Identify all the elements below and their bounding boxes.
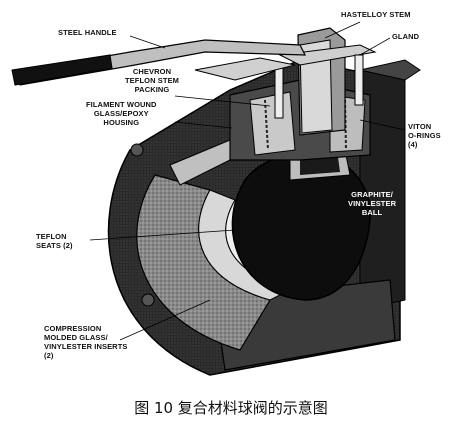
gland-label: GLAND	[392, 32, 420, 41]
bolt-hole	[141, 293, 155, 307]
leader-lines	[89, 21, 406, 341]
handle	[11, 39, 306, 86]
hastelloy-stem-label: HASTELLOY STEM	[341, 10, 411, 19]
compression-inserts-label: COMPRESSION MOLDED GLASS/ VINYLESTER INS…	[44, 324, 128, 360]
viton-orings-label: VITON O-RINGS (4)	[408, 122, 441, 149]
bolt-hole	[130, 143, 144, 157]
steel-handle-label: STEEL HANDLE	[58, 28, 117, 37]
graphite-ball-label: GRAPHITE/ VINYLESTER BALL	[348, 190, 397, 217]
filament-housing-label: FILAMENT WOUND GLASS/EPOXY HOUSING	[86, 100, 157, 127]
figure-caption: 图 10 复合材料球阀的示意图	[134, 399, 328, 417]
ball	[231, 149, 371, 301]
chevron-packing-label: CHEVRON TEFLON STEM PACKING	[125, 67, 180, 94]
teflon-seats-label: TEFLON SEATS (2)	[36, 232, 73, 250]
